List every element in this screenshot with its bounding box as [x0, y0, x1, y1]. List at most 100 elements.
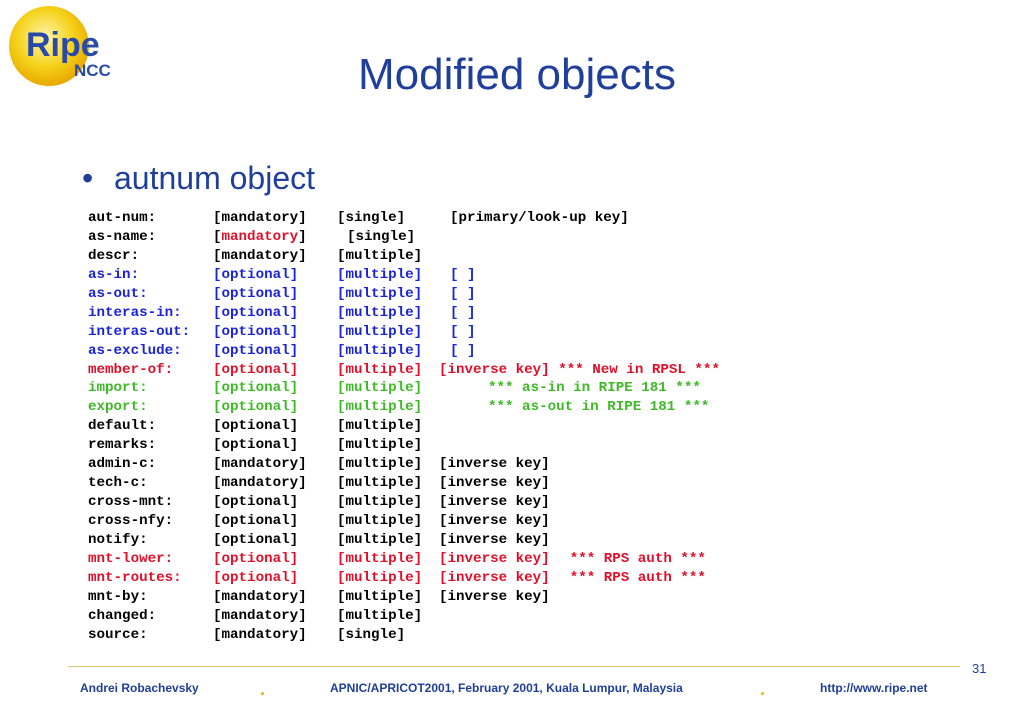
attribute-multiplicity: [multiple] — [337, 513, 423, 529]
table-row: import: [optional] [multiple] *** as-in in … — [88, 379, 720, 398]
attribute-requirement: [mandatory] — [213, 456, 307, 473]
table-row: export: [optional] [multiple] *** as-out in… — [88, 398, 720, 417]
table-row: as-name:[mandatory][single] — [88, 228, 720, 247]
table-row: default:[optional][multiple] — [88, 417, 720, 436]
attribute-name: changed: — [88, 607, 157, 624]
attribute-multiplicity: [multiple] — [337, 588, 423, 605]
attribute-multiplicity: [multiple] — [337, 607, 423, 624]
attribute-requirement: [optional] — [213, 550, 299, 567]
attribute-multiplicity: [multiple] — [337, 247, 423, 264]
attribute-name: cross-mnt: — [88, 494, 174, 511]
table-row: admin-c: [mandatory] [multiple] [inverse ke… — [88, 455, 720, 474]
attribute-note-extra: *** RPS auth *** — [569, 550, 706, 567]
table-row: remarks: [optional] [multiple] — [88, 436, 720, 455]
table-row: mnt-lower:[optional][multiple][inverse k… — [88, 550, 720, 569]
attribute-multiplicity: [multiple] — [337, 380, 423, 397]
attribute-note: [inverse key] — [439, 513, 550, 529]
attribute-name: cross-nfy: — [88, 513, 174, 529]
attribute-multiplicity: [single] — [337, 210, 406, 226]
table-row: as-exclude:[optional][multiple][ ] — [88, 342, 720, 361]
table-row: cross-mnt:[optional][multiple][inverse k… — [88, 493, 720, 512]
attribute-note: [ ] — [450, 323, 476, 340]
table-row: changed: [mandatory] [multiple] — [88, 607, 720, 626]
attribute-name: notify: — [88, 531, 148, 548]
attribute-name: aut-num: — [88, 210, 157, 226]
attribute-requirement: [optional] — [213, 323, 299, 340]
table-row: notify:[optional][multiple][inverse key] — [88, 531, 720, 550]
attribute-multiplicity: [multiple] — [337, 475, 423, 492]
attribute-note: [inverse key] — [439, 531, 550, 548]
attribute-requirement: [mandatory] — [213, 475, 307, 492]
table-row: cross-nfy: [optional] [multiple] [inverse k… — [88, 512, 720, 531]
footer-divider — [68, 666, 960, 667]
attribute-note: [primary/look-up key] — [450, 210, 629, 226]
attribute-requirement: [mandatory] — [213, 626, 307, 643]
attribute-requirement: [optional] — [213, 361, 299, 378]
attribute-multiplicity: [multiple] — [337, 399, 423, 416]
attribute-requirement: [mandatory] — [213, 588, 307, 605]
attribute-requirement: [optional] — [213, 531, 299, 548]
table-row: as-out:[optional][multiple][ ] — [88, 285, 720, 304]
attribute-name: member-of: — [88, 361, 174, 378]
attribute-requirement: [optional] — [213, 399, 299, 416]
attribute-name: remarks: — [88, 437, 157, 454]
attribute-note: *** as-in in RIPE 181 *** — [488, 380, 701, 397]
attribute-note: [ ] — [450, 266, 476, 283]
attribute-multiplicity: [multiple] — [337, 456, 423, 473]
attribute-requirement: [mandatory] — [213, 607, 307, 624]
table-row: descr:[mandatory][multiple] — [88, 247, 720, 266]
attribute-name: as-exclude: — [88, 342, 182, 359]
attribute-name: mnt-lower: — [88, 550, 174, 567]
attribute-note-extra: *** RPS auth *** — [569, 569, 706, 586]
attribute-requirement: [mandatory] — [213, 210, 307, 226]
autnum-attribute-table: aut-num: [mandatory] [single] [primary/look… — [88, 209, 720, 645]
attribute-name: descr: — [88, 247, 140, 264]
table-row: mnt-by: [mandatory] [multiple] [inverse key… — [88, 588, 720, 607]
attribute-name: tech-c: — [88, 475, 148, 492]
attribute-multiplicity: [multiple] — [337, 437, 423, 454]
attribute-name: export: — [88, 399, 148, 416]
attribute-requirement: [optional] — [213, 342, 299, 359]
attribute-requirement: [optional] — [213, 437, 299, 454]
table-row: source:[mandatory][single] — [88, 626, 720, 645]
attribute-note: [inverse key] — [439, 475, 550, 492]
attribute-note: [inverse key] *** New in RPSL *** — [439, 361, 720, 378]
footer-separator: . — [760, 679, 766, 699]
attribute-note: [inverse key] — [439, 456, 550, 473]
table-row: interas-in:[optional][multiple][ ] — [88, 304, 720, 323]
attribute-requirement: [optional] — [213, 304, 299, 321]
attribute-name: import: — [88, 380, 148, 397]
highlighted-mandatory: mandatory — [221, 228, 299, 245]
bullet-item: •autnum object — [82, 158, 315, 198]
attribute-multiplicity: [multiple] — [337, 304, 423, 321]
ripe-ncc-logo: Ripe NCC — [4, 4, 154, 94]
page-number: 31 — [972, 661, 987, 676]
attribute-requirement: [optional] — [213, 513, 299, 529]
table-row: tech-c: [mandatory] [multiple] [inverse key… — [88, 474, 720, 493]
attribute-requirement: [optional] — [213, 380, 299, 397]
attribute-name: interas-in: — [88, 304, 182, 321]
attribute-requirement: [optional] — [213, 266, 299, 283]
footer-separator: . — [260, 679, 266, 699]
attribute-note: [inverse key] — [439, 550, 550, 567]
attribute-multiplicity: [multiple] — [337, 418, 423, 435]
footer-author: Andrei Robachevsky — [80, 681, 199, 695]
attribute-name: mnt-routes: — [88, 569, 182, 586]
attribute-note: *** as-out in RIPE 181 *** — [488, 399, 710, 416]
attribute-multiplicity: [multiple] — [337, 494, 423, 511]
table-row: interas-out:[optional][multiple][ ] — [88, 323, 720, 342]
attribute-name: as-out: — [88, 285, 148, 302]
attribute-requirement: [optional] — [213, 494, 299, 511]
logo-wordmark: Ripe — [26, 26, 100, 64]
table-row: aut-num: [mandatory] [single] [primary/look… — [88, 209, 720, 228]
attribute-note: [inverse key] — [439, 588, 550, 605]
attribute-multiplicity: [multiple] — [337, 342, 423, 359]
footer-url[interactable]: http://www.ripe.net — [820, 681, 928, 695]
attribute-multiplicity: [multiple] — [337, 285, 423, 302]
attribute-requirement: [optional] — [213, 569, 299, 586]
attribute-name: mnt-by: — [88, 588, 148, 605]
attribute-note: [ ] — [450, 285, 476, 302]
attribute-multiplicity: [multiple] — [337, 323, 423, 340]
attribute-note: [inverse key] — [439, 569, 550, 586]
attribute-name: admin-c: — [88, 456, 157, 473]
